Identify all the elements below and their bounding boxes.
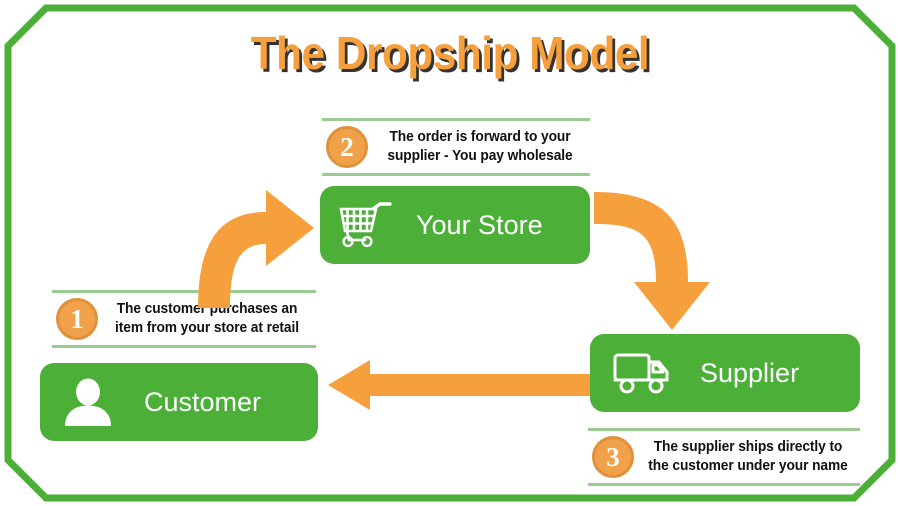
delivery-truck-icon	[612, 349, 674, 397]
node-your-store[interactable]: Your Store	[320, 186, 590, 264]
step-2-text: The order is forward to your supplier - …	[387, 129, 573, 164]
node-supplier-label: Supplier	[700, 357, 800, 388]
step-1-text: The customer purchases an item from your…	[115, 301, 299, 336]
page-title: The Dropship Model	[250, 27, 650, 79]
step-3-text: The supplier ships directly to the custo…	[648, 439, 848, 474]
node-supplier[interactable]: Supplier	[590, 334, 860, 412]
step-3-caption: 3 The supplier ships directly to the cus…	[588, 428, 860, 486]
arrow-supplier-to-customer-icon	[328, 360, 590, 410]
node-customer[interactable]: Customer	[40, 363, 318, 441]
step-2-number-badge: 2	[326, 126, 368, 168]
step-1-caption: 1 The customer purchases an item from yo…	[52, 290, 316, 348]
step-1-number-badge: 1	[56, 298, 98, 340]
step-3-number-badge: 3	[592, 436, 634, 478]
arrow-store-to-supplier-icon	[594, 192, 710, 330]
step-2-caption: 2 The order is forward to your supplier …	[322, 118, 590, 176]
person-icon	[62, 376, 114, 428]
node-your-store-label: Your Store	[416, 209, 543, 240]
shopping-cart-icon	[336, 200, 394, 250]
arrow-customer-to-store-icon	[198, 190, 314, 308]
node-customer-label: Customer	[144, 386, 262, 417]
